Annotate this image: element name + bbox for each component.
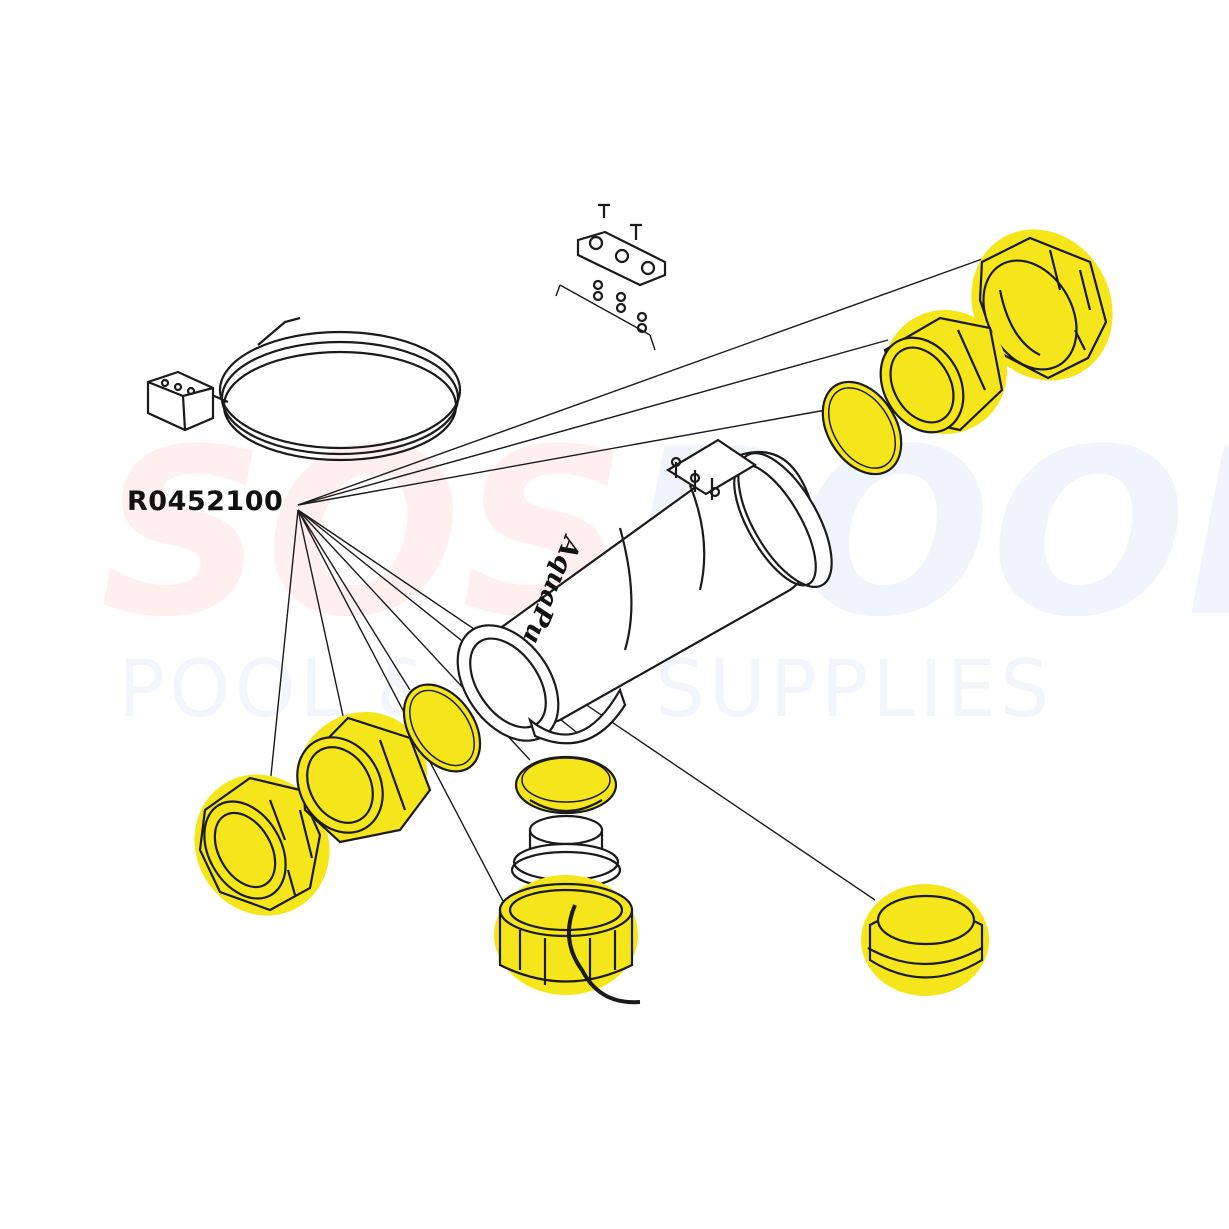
cable-assembly xyxy=(146,316,462,462)
union-tailpiece-left xyxy=(296,711,432,844)
electrode-cell xyxy=(456,438,833,745)
end-cap xyxy=(861,884,989,996)
terminal-bracket-kit xyxy=(555,203,667,351)
union-tailpiece-right xyxy=(879,310,1007,435)
oring-left xyxy=(402,683,482,773)
union-nut-right xyxy=(971,229,1113,381)
part-number-label: R0452100 xyxy=(127,486,284,517)
sensor-housing xyxy=(510,814,622,890)
oring-right xyxy=(821,380,903,476)
oring-bottom xyxy=(514,755,618,815)
union-nut-bottom xyxy=(494,875,641,1005)
union-nut-left xyxy=(194,774,330,916)
